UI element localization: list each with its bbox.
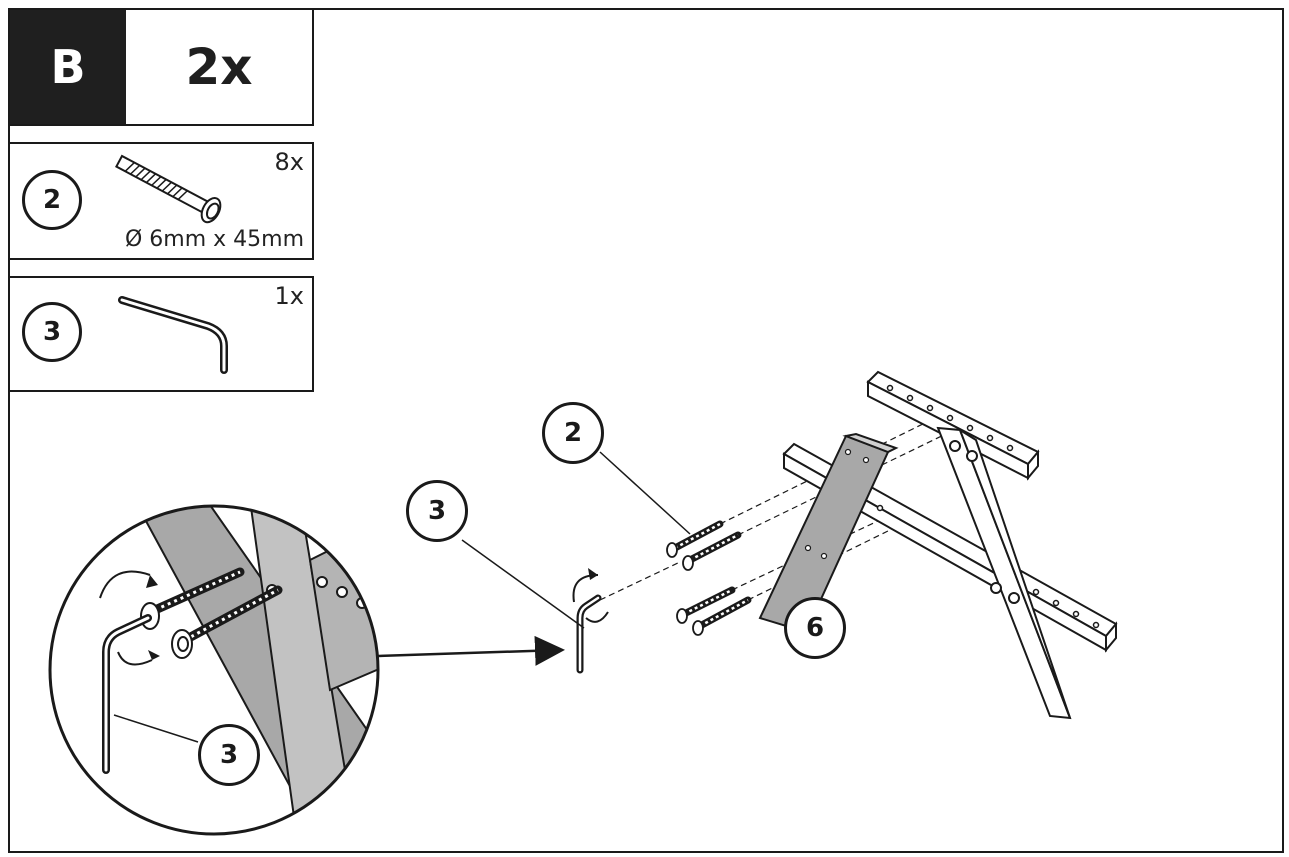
table-leg-panel-6	[758, 432, 899, 634]
instruction-frame	[8, 8, 1284, 853]
part-box-hex-key: 3 1x	[8, 276, 314, 392]
step-letter: B	[10, 10, 126, 124]
zoom-bolt-lower	[171, 585, 283, 659]
part-number-badge: 3	[22, 302, 82, 362]
callout-leader-bolt	[599, 451, 691, 535]
main-hex-key	[572, 561, 681, 674]
callout-panel: 6	[784, 597, 846, 659]
part-box-bolt: 2 8x Ø 6mm x 45mm	[8, 142, 314, 260]
step-count: 2x	[185, 38, 253, 96]
main-bolts	[666, 417, 959, 636]
zoom-arrow	[377, 635, 565, 666]
zoom-circle	[48, 504, 380, 836]
part-quantity: 1x	[274, 282, 304, 310]
part-quantity: 8x	[274, 148, 304, 176]
hex-key-icon	[118, 296, 228, 374]
callout-bolt: 2	[542, 402, 604, 464]
part-dimensions: Ø 6mm x 45mm	[124, 227, 304, 252]
callout-hex-key: 3	[406, 480, 468, 542]
part-number-badge: 2	[22, 170, 82, 230]
callout-zoom-hex-key: 3	[198, 724, 260, 786]
bolt-icon	[115, 154, 222, 224]
callout-leader-hex-key	[461, 539, 585, 629]
step-header: B 2x	[8, 8, 314, 126]
